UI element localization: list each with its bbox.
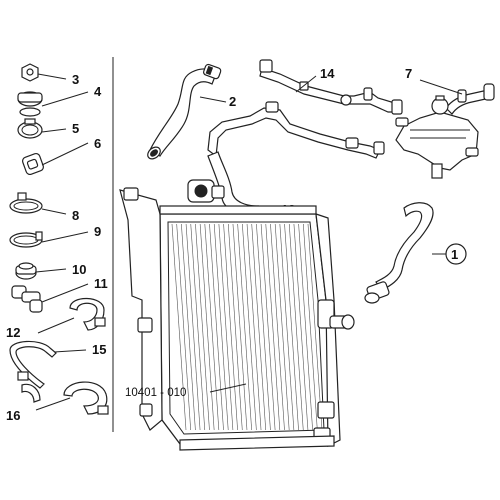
fin-line — [185, 223, 201, 431]
part-6-clip — [21, 152, 45, 176]
fin-line — [279, 223, 295, 431]
fin-line — [227, 223, 243, 431]
fin-line — [256, 223, 271, 431]
fin-line — [284, 223, 299, 431]
part-8-band-clamp — [9, 192, 43, 214]
callout-11: 11 — [94, 276, 108, 291]
part-12-ring-clamp — [69, 297, 106, 331]
fin-line — [242, 223, 257, 431]
fin-line — [270, 223, 285, 431]
fin-line — [265, 223, 281, 431]
callout-15: 15 — [92, 342, 106, 357]
callout-8: 8 — [72, 208, 79, 223]
callout-5: 5 — [72, 121, 79, 136]
fin-line — [307, 223, 323, 431]
fin-line — [204, 223, 220, 431]
callout-10: 10 — [72, 262, 86, 277]
fin-line — [246, 223, 262, 431]
callout-1: 1 — [451, 247, 458, 262]
part-15-strap — [9, 340, 57, 389]
callout-2: 2 — [229, 94, 236, 109]
callout-4: 4 — [94, 84, 102, 99]
fin-line — [232, 223, 248, 431]
fin-line — [237, 223, 252, 431]
fin-line — [199, 223, 215, 431]
fin-line — [213, 223, 229, 431]
fin-line — [260, 223, 276, 431]
fin-line — [171, 223, 187, 431]
part-1-lower-hose — [364, 202, 434, 304]
part-3-nut — [21, 63, 39, 82]
fin-line — [293, 223, 309, 431]
callout-9: 9 — [94, 224, 101, 239]
fin-line — [190, 223, 206, 431]
fin-line — [251, 223, 267, 431]
fin-line — [218, 223, 234, 431]
fin-line — [223, 223, 238, 431]
part-2-upper-hose — [147, 63, 222, 160]
callout-6: 6 — [94, 136, 101, 151]
part-4-clamp — [17, 91, 43, 117]
callout-12: 12 — [6, 325, 20, 340]
part-11-bracket — [11, 285, 43, 313]
fin-line — [298, 223, 313, 431]
callout-radiator: 10401 - 010 — [125, 387, 186, 399]
callout-1-circle — [445, 243, 467, 265]
fin-line — [181, 223, 196, 431]
fin-line — [288, 223, 304, 431]
callout-3: 3 — [72, 72, 79, 87]
radiator — [119, 187, 355, 451]
part-13-hose — [187, 101, 385, 215]
fin-line — [195, 223, 210, 431]
fin-line — [303, 223, 318, 431]
callout-14: 14 — [320, 66, 335, 81]
fin-line — [176, 223, 191, 431]
part-10-grommet — [15, 262, 37, 280]
part-16-clamp — [21, 381, 109, 415]
fin-line — [209, 223, 224, 431]
callout-7: 7 — [405, 66, 412, 81]
part-5-clamp — [17, 118, 43, 139]
part-9-band-clamp — [9, 231, 43, 248]
callout-16: 16 — [6, 408, 20, 423]
expansion-tank — [395, 95, 479, 179]
fin-line — [274, 223, 290, 431]
part-14-pipe — [259, 59, 403, 115]
radiator-fins — [171, 223, 323, 431]
part-7-hose — [445, 83, 495, 115]
